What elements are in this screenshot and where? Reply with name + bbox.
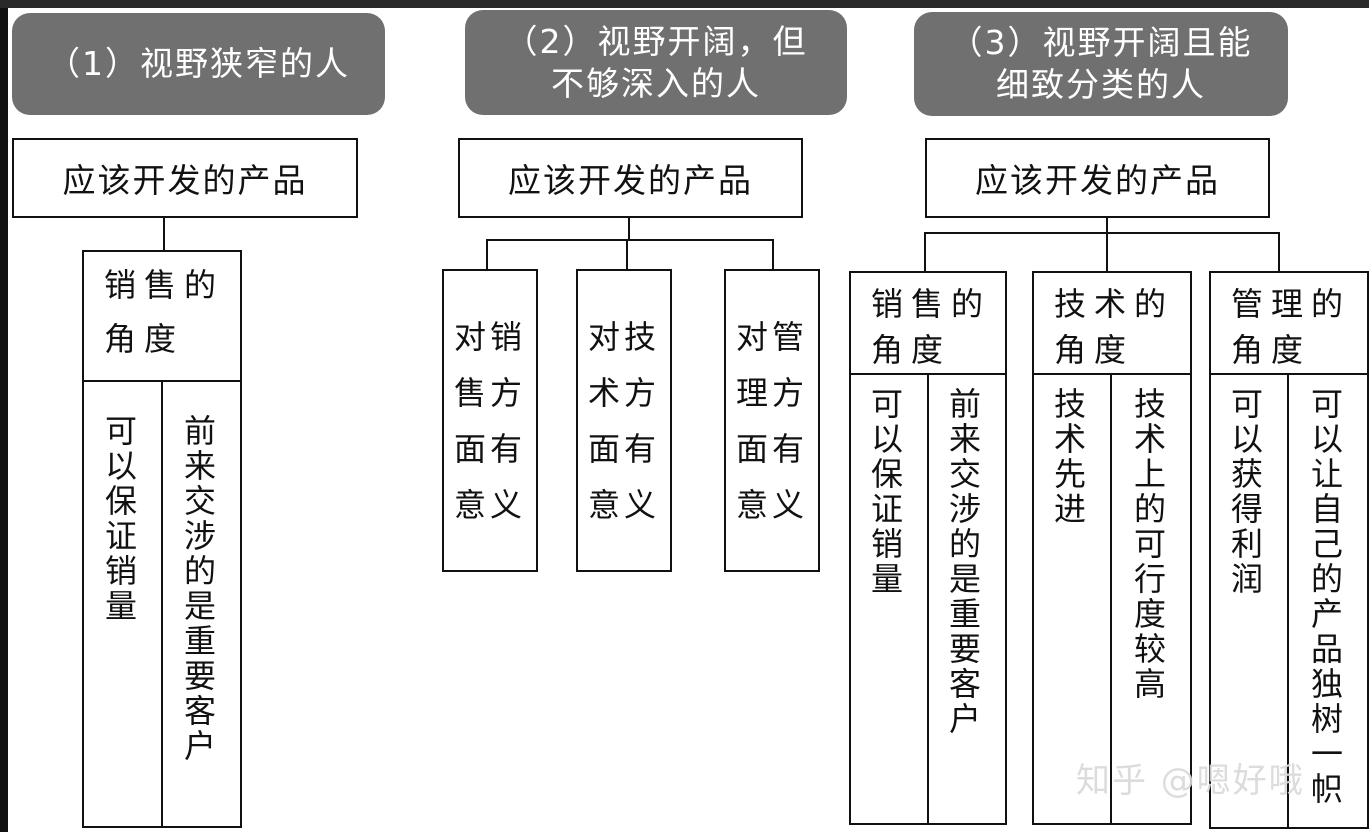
watermark: 知乎 @嗯好哦 (1076, 761, 1305, 801)
connector-1 (163, 217, 165, 251)
header-wide-shallow-line2: 不够深入的人 (551, 63, 761, 103)
connector-2-right (772, 239, 774, 270)
category-box-sales-3: 销售的角度 (849, 271, 1007, 375)
category-label-mgmt: 管理的角度 (1231, 285, 1352, 369)
root-box-3: 应该开发的产品 (925, 138, 1270, 218)
header-wide-detailed-line2: 细致分类的人 (996, 65, 1206, 104)
connector-3-right (1278, 232, 1280, 272)
category-box-sales-1: 销售的角度 (82, 250, 242, 382)
connector-2-mid (626, 239, 628, 270)
top-strip (0, 0, 1369, 8)
connector-2-stem (628, 217, 630, 241)
item-text-3a: 可以保证销量 (870, 385, 903, 598)
diagram-canvas: （1）视野狭窄的人 应该开发的产品 销售的角度 可以保证销量 前来交涉的是重要客… (8, 8, 1369, 832)
root-label-1: 应该开发的产品 (62, 161, 308, 200)
root-box-1: 应该开发的产品 (12, 138, 358, 218)
header-wide-shallow-line1: （2）视野开阔，但 (504, 21, 808, 61)
meaning-box-tech: 对技术方面有意义 (576, 269, 672, 572)
connector-2-left (486, 239, 488, 270)
header-narrow-view: （1）视野狭窄的人 (12, 13, 385, 115)
item-box-3c: 技术先进 (1032, 373, 1112, 825)
meaning-text-sales: 对销售方面有意义 (454, 317, 527, 524)
meaning-box-sales: 对销售方面有意义 (442, 269, 538, 572)
header-wide-shallow-view: （2）视野开阔，但 不够深入的人 (465, 10, 847, 115)
item-box-3f: 可以让自己的产品独树一帜 (1287, 373, 1369, 829)
header-wide-detailed-line1: （3）视野开阔且能 (949, 23, 1253, 62)
connector-3-mid (1106, 232, 1108, 272)
header-wide-detailed-view: （3）视野开阔且能 细致分类的人 (914, 12, 1288, 116)
item-text-3b: 前来交涉的是重要客户 (948, 385, 981, 738)
item-box-3b: 前来交涉的是重要客户 (927, 373, 1007, 825)
header-narrow-view-text: （1）视野狭窄的人 (47, 44, 350, 83)
connector-3-stem (1106, 217, 1108, 241)
item-text-3c: 技术先进 (1053, 385, 1086, 528)
category-label-sales-3: 销售的角度 (871, 285, 992, 369)
category-label-sales-1: 销售的角度 (104, 266, 225, 358)
item-text-1b: 前来交涉的是重要客户 (183, 412, 216, 765)
item-box-3a: 可以保证销量 (849, 373, 929, 825)
item-text-3e: 可以获得利润 (1230, 385, 1263, 598)
item-text-1a: 可以保证销量 (104, 412, 137, 625)
category-box-mgmt: 管理的角度 (1209, 271, 1369, 375)
item-box-1a: 可以保证销量 (82, 380, 163, 828)
category-box-tech: 技术的角度 (1032, 271, 1192, 375)
connector-3-left (924, 232, 926, 272)
item-box-3d: 技术上的可行度较高 (1110, 373, 1192, 825)
item-text-3f: 可以让自己的产品独树一帜 (1310, 385, 1343, 808)
connector-2-bar (486, 239, 774, 241)
meaning-box-mgmt: 对管理方面有意义 (724, 269, 820, 572)
category-label-tech: 技术的角度 (1054, 285, 1175, 369)
root-label-2: 应该开发的产品 (508, 161, 753, 200)
meaning-text-mgmt: 对管理方面有意义 (736, 317, 809, 524)
root-label-3: 应该开发的产品 (975, 161, 1220, 200)
meaning-text-tech: 对技术方面有意义 (588, 317, 661, 524)
item-text-3d: 技术上的可行度较高 (1133, 385, 1166, 703)
root-box-2: 应该开发的产品 (458, 138, 803, 218)
item-box-3e: 可以获得利润 (1209, 373, 1289, 829)
connector-3-bar (924, 232, 1280, 234)
item-box-1b: 前来交涉的是重要客户 (161, 380, 242, 828)
